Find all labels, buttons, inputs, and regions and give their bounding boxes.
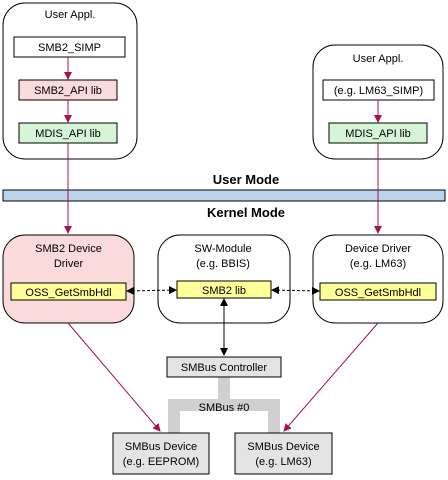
- device-driver-title-line1: Device Driver: [345, 243, 411, 255]
- smbus-device-right-line1: SMBus Device: [247, 441, 319, 453]
- smbus-label: SMBus #0: [199, 402, 250, 414]
- smb2-api-lib-label: SMB2_API lib: [34, 85, 102, 97]
- smbus-device-lm63: SMBus Device (e.g. LM63): [234, 432, 333, 475]
- lm63-simp-label: (e.g. LM63_SIMP): [334, 85, 423, 97]
- dotted-arrow-lib-to-right: [271, 286, 320, 295]
- smbus-controller-label: SMBus Controller: [181, 362, 268, 374]
- sw-module-box: SW-Module (e.g. BBIS) SMB2 lib: [157, 234, 291, 324]
- smb2-device-driver-box: SMB2 Device Driver OSS_GetSmbHdl: [2, 234, 135, 324]
- device-driver-title-line2: (e.g. LM63): [350, 258, 406, 270]
- oss-getsmbhdl-left-box: [10, 282, 127, 301]
- device-driver-right-box: Device Driver (e.g. LM63) OSS_GetSmbHdl: [312, 234, 444, 324]
- smbus-device-left-line1: SMBus Device: [125, 441, 197, 453]
- oss-getsmbhdl-right-label: OSS_GetSmbHdl: [335, 287, 421, 299]
- smbus-controller-box: [166, 356, 282, 378]
- smbus-wiring: [168, 377, 280, 433]
- smbus-device-eeprom: SMBus Device (e.g. EEPROM): [112, 432, 210, 475]
- smbus-device-right-line2: (e.g. LM63): [255, 456, 311, 468]
- oss-getsmbhdl-right-box: [319, 282, 437, 301]
- mdis-api-lib-left-label: MDIS_API lib: [35, 128, 100, 140]
- oss-getsmbhdl-left-label: OSS_GetSmbHdl: [25, 287, 111, 299]
- smb2-lib-label: SMB2 lib: [202, 285, 246, 297]
- sw-module-title-line2: (e.g. BBIS): [196, 258, 250, 270]
- smb2-simp-box: [13, 36, 126, 58]
- user-appl-left-box: User Appl. SMB2_SIMP SMB2_API lib MDIS_A…: [2, 2, 138, 160]
- dotted-arrow-left-to-lib: [126, 286, 177, 295]
- user-appl-left-title: User Appl.: [45, 9, 96, 21]
- user-appl-right-title: User Appl.: [353, 53, 404, 65]
- kernel-mode-label: Kernel Mode: [207, 205, 285, 220]
- arrow-driver-to-eeprom: [67, 322, 161, 432]
- sw-module-title-line1: SW-Module: [194, 243, 251, 255]
- smb2-driver-title-line1: SMB2 Device: [35, 243, 102, 255]
- mdis-api-lib-right-label: MDIS_API lib: [345, 128, 410, 140]
- smb2-driver-title-line2: Driver: [54, 258, 84, 270]
- smb2-simp-label: SMB2_SIMP: [38, 42, 101, 54]
- mode-separator-bar: [2, 189, 446, 202]
- user-mode-label: User Mode: [213, 172, 279, 187]
- arrow-driver-to-lm63: [283, 322, 379, 432]
- smbus-device-left-line2: (e.g. EEPROM): [123, 456, 199, 468]
